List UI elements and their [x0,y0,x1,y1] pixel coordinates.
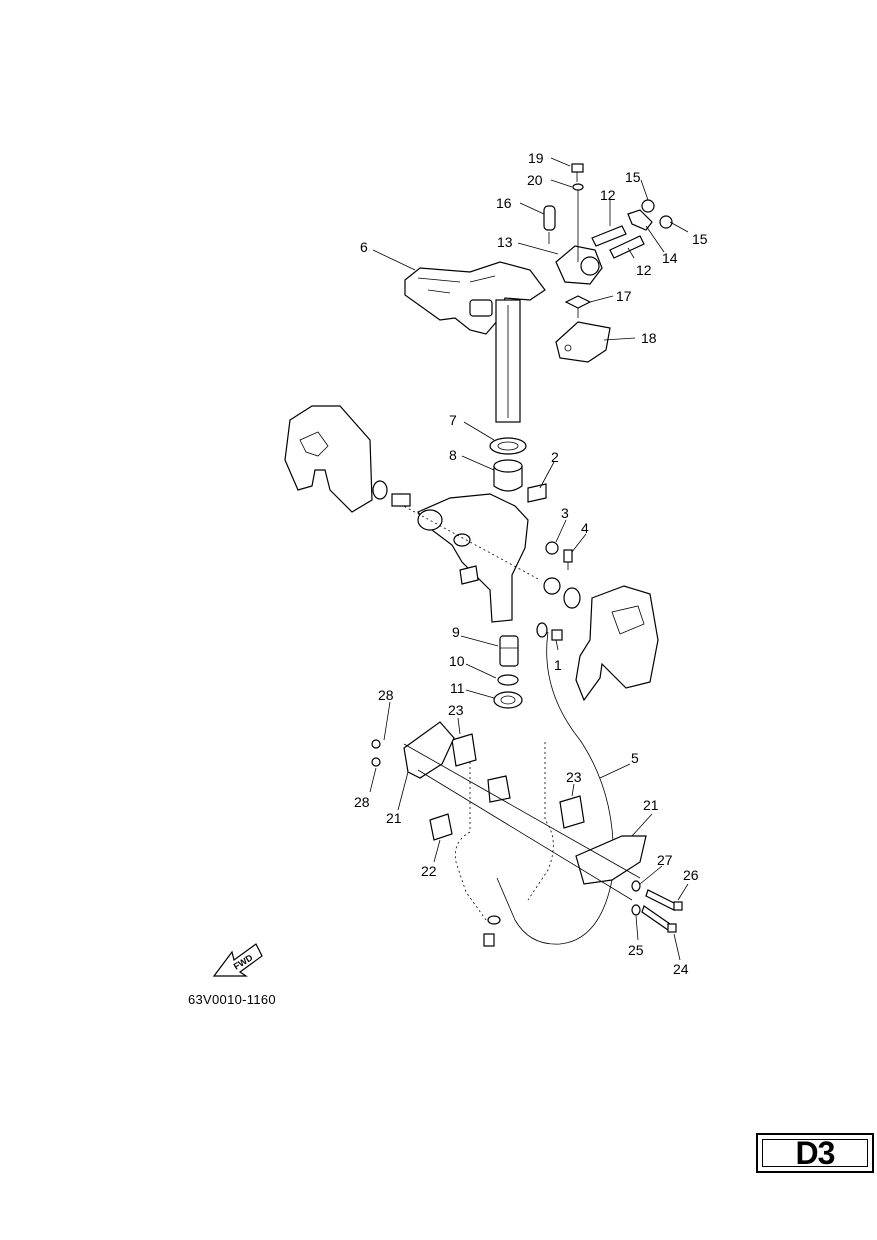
washer-27 [631,880,641,892]
plate-14 [627,209,653,231]
callout-8: 8 [449,447,457,463]
callout-19: 19 [528,150,544,166]
washer-7 [489,437,527,455]
callout-3: 3 [561,505,569,521]
screw-28a [371,739,381,749]
callout-12b: 12 [636,262,652,278]
ground-screw [483,915,501,947]
callout-28a: 28 [378,687,394,703]
callout-25: 25 [628,942,644,958]
callout-15b: 15 [692,231,708,247]
o-ring-10 [497,674,519,686]
callout-10: 10 [449,653,465,669]
steering-arm [404,261,546,423]
callout-28b: 28 [354,794,370,810]
callout-17: 17 [616,288,632,304]
pin-16 [543,205,556,244]
callout-14: 14 [662,250,678,266]
clamp-21-left [403,721,455,779]
callout-26: 26 [683,867,699,883]
bushing-left [391,493,411,507]
mount-23a [451,733,477,767]
callout-2: 2 [551,449,559,465]
callout-20: 20 [527,172,543,188]
callout-13: 13 [497,234,513,250]
callout-7: 7 [449,412,457,428]
screw-1 [536,622,563,641]
mount-22 [429,813,453,841]
callout-21a: 21 [386,810,402,826]
screw-4 [563,549,573,570]
callout-9: 9 [452,624,460,640]
callout-23a: 23 [448,702,464,718]
bolt-24 [641,905,677,933]
bolt-19 [571,163,584,182]
callout-16: 16 [496,195,512,211]
plate-2 [527,483,547,503]
mount-23b [559,795,585,829]
clamp-bracket-left [284,405,373,513]
lower-case-outline [454,742,554,921]
studs-12 [591,225,645,259]
nut-3 [545,541,559,555]
clamp-21-right [575,835,647,885]
leader-lines [369,157,689,961]
bushing-9 [499,635,519,667]
washer-25 [631,904,641,916]
plate-18 [555,321,611,363]
washer-20 [572,183,584,191]
callout-21b: 21 [643,797,659,813]
page-tab-inner: D3 [762,1135,868,1171]
spring-right [543,577,581,609]
page-code: D3 [795,1134,836,1171]
callout-11: 11 [450,680,465,696]
screw-28b [371,757,381,767]
page-tab: D3 [756,1133,874,1173]
steering-bracket-top [555,188,603,285]
callout-23b: 23 [566,769,582,785]
bolt-26 [645,889,683,911]
callout-6: 6 [360,239,368,255]
screw-17 [564,295,592,318]
callout-1: 1 [554,657,562,673]
nut-15a [641,199,655,213]
callout-18: 18 [641,330,657,346]
callout-27: 27 [657,852,673,868]
diagram-code: 63V0010-1160 [188,992,276,1007]
callout-15a: 15 [625,169,641,185]
callout-22: 22 [421,863,437,879]
clamp-bracket-right [575,585,659,702]
callout-4: 4 [581,520,589,536]
nut-15b [659,215,673,229]
swivel-bracket [399,493,541,623]
callout-24: 24 [673,961,689,977]
callout-12a: 12 [600,187,616,203]
seal-11 [493,691,523,709]
callout-5: 5 [631,750,639,766]
fwd-arrow-icon: FWD [212,943,263,977]
bushing-8 [493,459,523,492]
